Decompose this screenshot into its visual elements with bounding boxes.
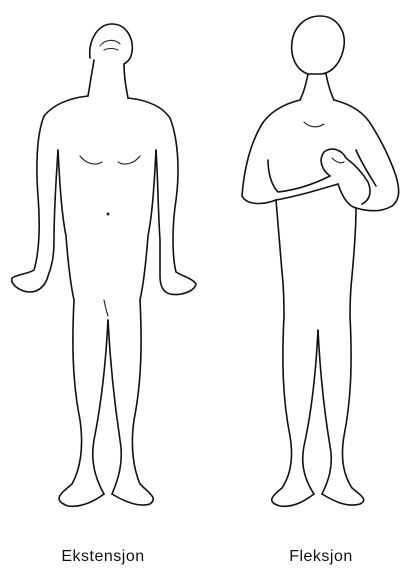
- extension-caption: Ekstensjon: [18, 548, 188, 566]
- flexion-caption: Fleksjon: [246, 548, 396, 566]
- flexion-figure: [206, 0, 412, 520]
- flexion-head: [292, 16, 345, 74]
- extension-figure: [0, 0, 206, 520]
- extension-head: [90, 24, 133, 64]
